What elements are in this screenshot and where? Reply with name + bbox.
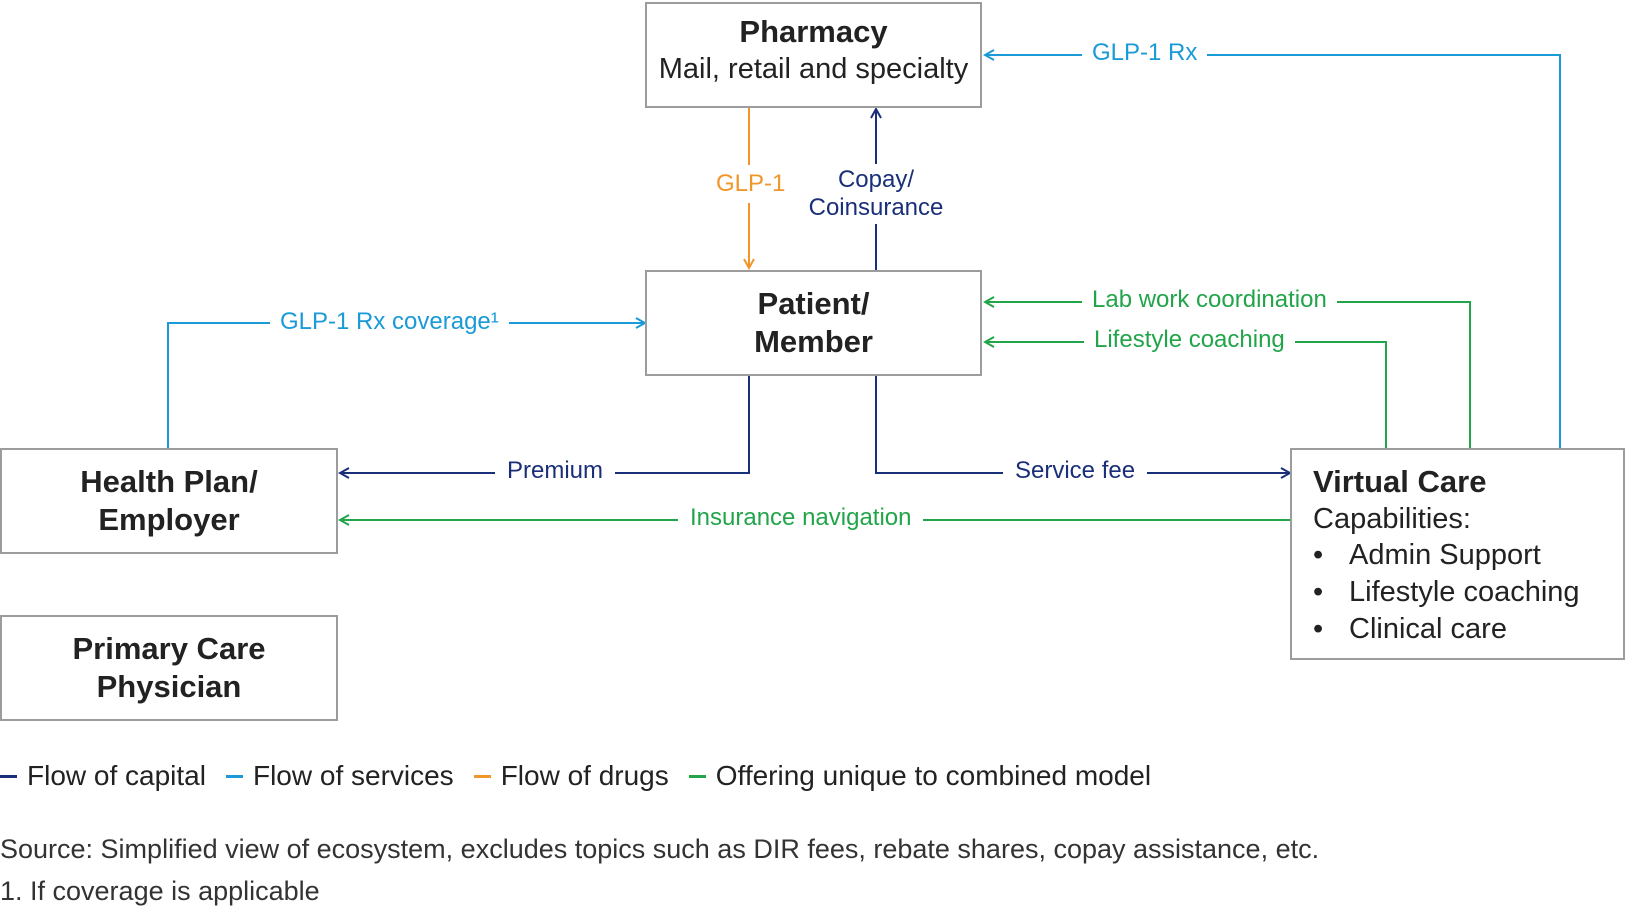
primary-care-box: Primary Care Physician (0, 615, 338, 721)
label-copay: Copay/ Coinsurance (800, 164, 952, 224)
capability-item: Clinical care (1313, 611, 1623, 648)
label-rx-coverage: GLP-1 Rx coverage¹ (270, 307, 509, 337)
virtual-care-subtitle: Capabilities: (1313, 503, 1471, 535)
legend-label-offering: Offering unique to combined model (715, 760, 1152, 791)
legend-item-services: Flow of services (225, 760, 454, 792)
patient-title-line2: Member (754, 324, 873, 359)
label-copay-line1: Copay/ (837, 166, 915, 193)
edge-service-fee (875, 376, 1290, 473)
virtual-care-title: Virtual Care (1313, 464, 1487, 499)
label-insurance-navigation: Insurance navigation (678, 503, 924, 533)
label-service-fee: Service fee (1003, 456, 1148, 486)
pharmacy-box: Pharmacy Mail, retail and specialty (645, 2, 982, 108)
capability-item: Lifestyle coaching (1313, 574, 1623, 611)
capability-item: Admin Support (1313, 537, 1623, 574)
health-plan-box: Health Plan/ Employer (0, 448, 338, 554)
primary-care-title-line2: Physician (96, 669, 242, 704)
patient-box: Patient/ Member (645, 270, 982, 376)
label-premium: Premium (495, 456, 616, 486)
edge-lifestyle-coaching (985, 342, 1387, 448)
legend-label-capital: Flow of capital (27, 760, 206, 791)
label-copay-line2: Coinsurance (808, 194, 944, 221)
label-glp1-drug: GLP-1 (712, 165, 790, 203)
primary-care-title-line1: Primary Care (72, 631, 266, 666)
pharmacy-subtitle: Mail, retail and specialty (658, 53, 969, 85)
capabilities-list: Admin Support Lifestyle coaching Clinica… (1313, 537, 1623, 648)
label-lab-work: Lab work coordination (1082, 285, 1337, 315)
legend-label-drugs: Flow of drugs (500, 760, 669, 791)
footnote-1: 1. If coverage is applicable (0, 876, 320, 906)
label-glp1-rx: GLP-1 Rx (1082, 38, 1208, 68)
patient-title-line1: Patient/ (757, 286, 870, 321)
legend: Flow of capital Flow of services Flow of… (0, 760, 1171, 792)
pharmacy-title: Pharmacy (739, 14, 888, 49)
legend-swatch-drugs (473, 774, 491, 778)
legend-label-services: Flow of services (252, 760, 454, 791)
virtual-care-box: Virtual Care Capabilities: Admin Support… (1290, 448, 1625, 660)
edge-premium (340, 376, 750, 473)
edge-lab-work (985, 302, 1471, 448)
legend-item-drugs: Flow of drugs (473, 760, 669, 792)
health-plan-title-line2: Employer (98, 502, 240, 537)
health-plan-title-line1: Health Plan/ (80, 464, 258, 499)
edge-glp1-rx (985, 55, 1561, 448)
legend-swatch-services (225, 774, 243, 778)
legend-item-capital: Flow of capital (0, 760, 206, 792)
source-note: Source: Simplified view of ecosystem, ex… (0, 834, 1320, 864)
edge-rx-coverage (167, 323, 645, 448)
label-lifestyle-coaching: Lifestyle coaching (1084, 325, 1295, 355)
legend-swatch-offering (688, 774, 706, 778)
legend-swatch-capital (0, 774, 17, 778)
legend-item-offering: Offering unique to combined model (688, 760, 1152, 792)
